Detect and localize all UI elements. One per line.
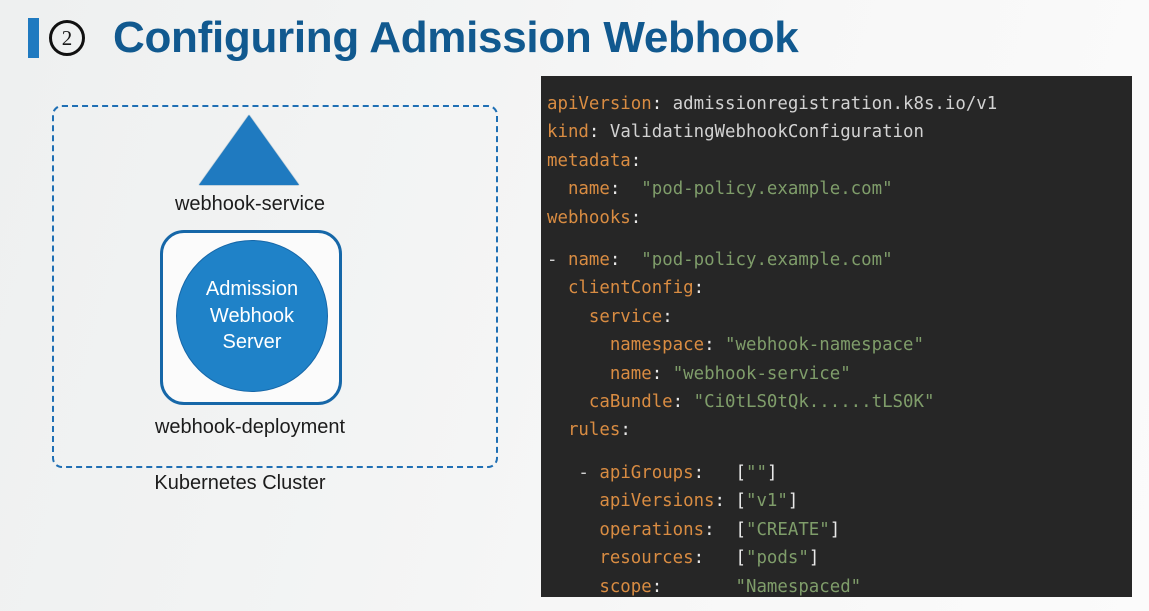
code-line: - apiGroups: [""] — [541, 459, 1132, 487]
step-number-badge: 2 — [49, 20, 85, 56]
yaml-key: apiGroups — [599, 462, 694, 483]
yaml-bracket-close: ] — [766, 462, 778, 483]
yaml-colon: : — [693, 278, 705, 299]
yaml-colon: : — [672, 392, 684, 413]
code-line: kind: ValidatingWebhookConfiguration — [541, 118, 1132, 146]
code-line: - name: "pod-policy.example.com" — [541, 246, 1132, 274]
yaml-key: service — [588, 306, 663, 327]
code-line: apiVersion: admissionregistration.k8s.io… — [541, 90, 1132, 118]
code-line-blank — [541, 445, 1132, 459]
code-line-blank — [541, 232, 1132, 246]
yaml-plain-value: admissionregistration.k8s.io/v1 — [672, 94, 998, 114]
yaml-colon: : — [609, 179, 621, 200]
code-line: apiVersions: ["v1"] — [541, 487, 1132, 515]
code-line: caBundle: "Ci0tLS0tQk......tLS0K" — [541, 388, 1132, 416]
yaml-key: scope — [599, 576, 652, 597]
yaml-bracket-open: [ — [735, 548, 746, 569]
yaml-colon: : — [693, 548, 705, 569]
yaml-string-value: "Ci0tLS0tQk......tLS0K" — [693, 392, 935, 413]
yaml-colon: : — [630, 207, 642, 228]
admission-webhook-server-node: Admission Webhook Server — [176, 240, 328, 392]
yaml-bracket-open: [ — [735, 519, 746, 540]
list-dash: - — [578, 462, 589, 483]
yaml-key: namespace — [609, 335, 705, 356]
yaml-colon: : — [588, 122, 600, 143]
yaml-key: webhooks — [547, 207, 631, 228]
yaml-string-value: "Namespaced" — [735, 576, 862, 597]
yaml-array-item: "" — [746, 462, 767, 483]
yaml-key: name — [567, 250, 610, 271]
yaml-array-item: "CREATE" — [745, 519, 830, 540]
yaml-array-item: "pods" — [745, 548, 809, 569]
yaml-key: caBundle — [588, 392, 673, 413]
yaml-colon: : — [651, 94, 663, 114]
yaml-key: apiVersions — [599, 491, 715, 512]
yaml-colon: : — [714, 491, 726, 512]
code-line: rules: — [541, 416, 1132, 444]
yaml-string-value: "pod-policy.example.com" — [641, 250, 893, 271]
kubernetes-cluster-diagram: webhook-service Admission Webhook Server… — [0, 76, 525, 611]
yaml-key: operations — [599, 519, 705, 540]
code-line: scope: "Namespaced" — [541, 573, 1132, 598]
yaml-bracket-close: ] — [808, 548, 820, 569]
yaml-key: rules — [567, 420, 621, 441]
server-label-line-2: Webhook — [209, 304, 295, 327]
list-dash: - — [547, 250, 558, 271]
yaml-colon: : — [651, 363, 663, 384]
yaml-bracket-close: ] — [787, 491, 799, 512]
code-line: metadata: — [541, 147, 1132, 175]
code-line: operations: ["CREATE"] — [541, 516, 1132, 544]
yaml-plain-value: ValidatingWebhookConfiguration — [609, 122, 924, 143]
service-triangle-icon — [199, 115, 299, 185]
yaml-colon: : — [704, 519, 715, 540]
yaml-key: kind — [547, 122, 589, 143]
cluster-boundary-box — [52, 105, 498, 468]
page-title: Configuring Admission Webhook — [113, 13, 799, 62]
yaml-code-block: apiVersion: admissionregistration.k8s.io… — [541, 76, 1132, 597]
yaml-colon: : — [651, 576, 663, 597]
kubernetes-cluster-label: Kubernetes Cluster — [154, 472, 326, 494]
server-label-line-1: Admission — [205, 278, 299, 301]
yaml-key: clientConfig — [567, 278, 694, 299]
code-line: resources: ["pods"] — [541, 544, 1132, 572]
yaml-bracket-close: ] — [829, 519, 841, 540]
server-label-line-3: Server — [222, 331, 282, 354]
page-header: 2 Configuring Admission Webhook — [0, 0, 1149, 76]
yaml-bracket-open: [ — [735, 491, 746, 512]
yaml-array-item: "v1" — [745, 491, 788, 512]
yaml-key: name — [609, 363, 652, 384]
yaml-colon: : — [693, 462, 705, 483]
code-line: name: "pod-policy.example.com" — [541, 175, 1132, 203]
yaml-colon: : — [620, 420, 631, 441]
yaml-key: resources — [599, 548, 694, 569]
yaml-string-value: "pod-policy.example.com" — [641, 179, 893, 200]
code-line: name: "webhook-service" — [541, 360, 1132, 388]
yaml-key: name — [567, 179, 610, 200]
webhook-service-label: webhook-service — [174, 193, 326, 215]
yaml-string-value: "webhook-namespace" — [725, 335, 924, 356]
accent-bar-icon — [28, 18, 39, 58]
yaml-string-value: "webhook-service" — [672, 363, 851, 384]
yaml-key: apiVersion — [547, 94, 652, 114]
code-line: clientConfig: — [541, 274, 1132, 302]
code-line: webhooks: — [541, 204, 1132, 232]
yaml-colon: : — [662, 306, 673, 327]
code-line: namespace: "webhook-namespace" — [541, 331, 1132, 359]
webhook-deployment-label: webhook-deployment — [154, 416, 346, 438]
yaml-bracket-open: [ — [735, 462, 747, 483]
yaml-key: metadata — [547, 150, 631, 171]
code-line: service: — [541, 303, 1132, 331]
yaml-colon: : — [704, 335, 715, 356]
yaml-colon: : — [630, 150, 642, 171]
yaml-colon: : — [609, 250, 621, 271]
